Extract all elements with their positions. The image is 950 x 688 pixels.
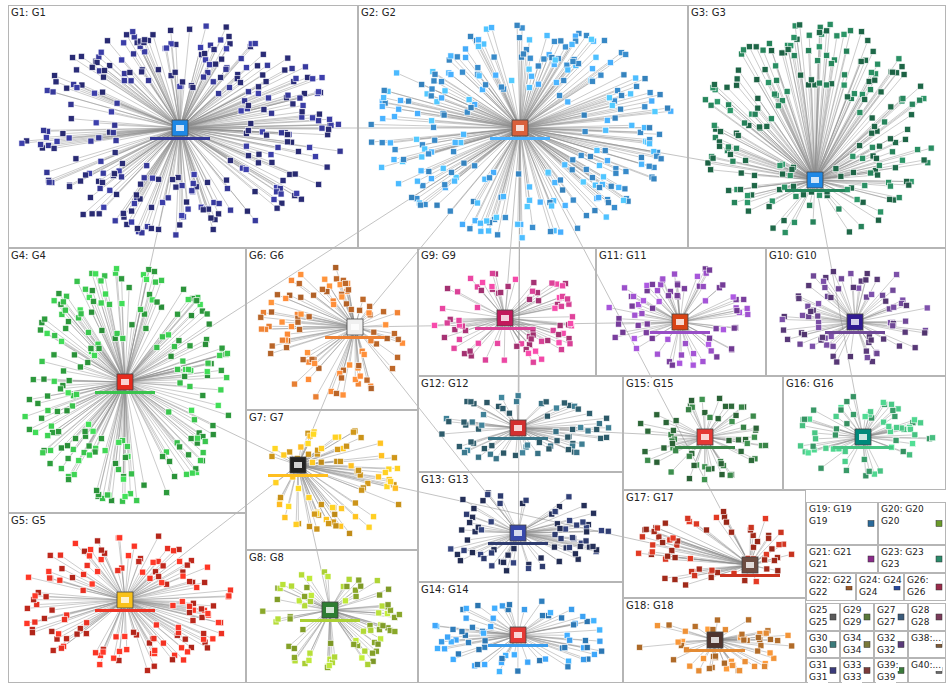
network-canvas: G1: G1G2: G2G3: G3G4: G4G6: G6G9: G9G11:… bbox=[0, 0, 950, 688]
